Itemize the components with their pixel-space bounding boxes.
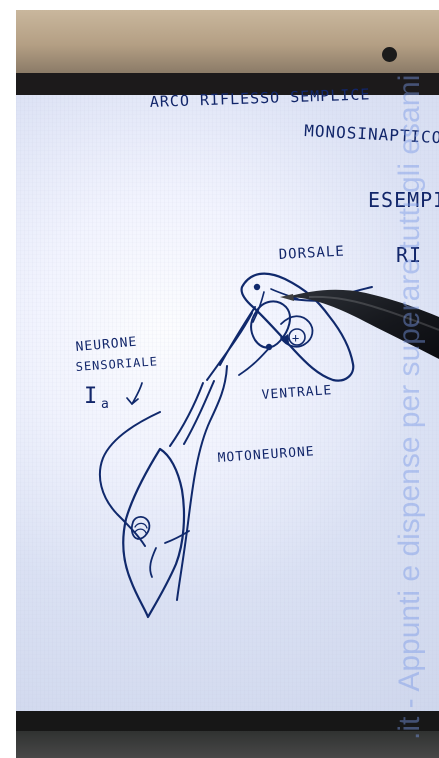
dorsal-label: DORSALE [278, 244, 345, 263]
plus-sign: + [292, 331, 299, 345]
motoneuron-label: MOTONEURONE [217, 444, 315, 466]
sensory-label-line-1: NEURONE [75, 335, 138, 355]
ia-label: I [84, 384, 98, 409]
ventral-label: VENTRALE [261, 383, 332, 403]
title-line-2: MONOSINAPTICO [304, 121, 439, 147]
side-label-ri: RI [396, 243, 422, 267]
title-line-1: ARCO RIFLESSO SEMPLICE [150, 85, 371, 111]
spinal-cord-sketch [100, 274, 372, 617]
ia-subscript: a [101, 397, 110, 412]
side-label-esempi: ESEMPI [368, 188, 439, 212]
sensory-label-line-2: SENSORIALE [75, 354, 158, 374]
